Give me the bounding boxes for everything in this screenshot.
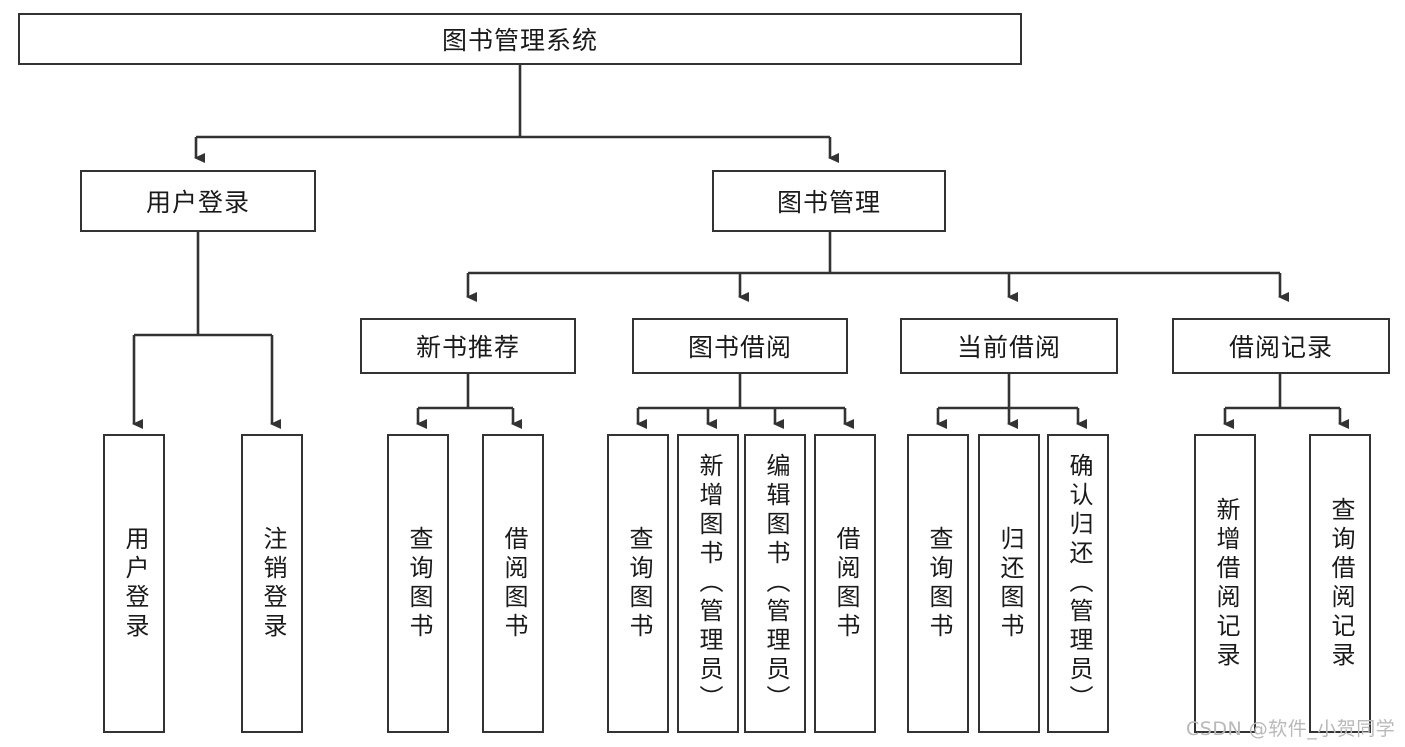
leaf-label: 查询图书 (624, 525, 653, 642)
leaf-label: 借阅图书 (499, 525, 528, 642)
leaf-label: 查询借阅记录 (1326, 496, 1355, 671)
leaf-label: 确认归还（管理员） (1064, 453, 1093, 714)
node-book-borrow[interactable]: 图书借阅 (632, 318, 848, 374)
leaf-label: 用户登录 (120, 525, 149, 642)
node-current-borrow-label: 当前借阅 (956, 333, 1061, 362)
node-new-book-recommend[interactable]: 新书推荐 (360, 318, 576, 374)
node-current-borrow[interactable]: 当前借阅 (900, 318, 1118, 374)
leaf-label: 编辑图书（管理员） (761, 453, 790, 714)
leaf-label: 新增借阅记录 (1211, 496, 1240, 671)
node-borrow-records-label: 借阅记录 (1228, 333, 1333, 362)
leaf-user-login-signout[interactable]: 注销登录 (241, 434, 303, 733)
leaf-current-return-book[interactable]: 归还图书 (978, 434, 1040, 733)
node-new-book-recommend-label: 新书推荐 (415, 333, 520, 362)
leaf-label: 查询图书 (404, 525, 433, 642)
node-user-login[interactable]: 用户登录 (80, 170, 316, 232)
leaf-borrow-add-book[interactable]: 新增图书（管理员） (677, 434, 739, 733)
node-borrow-records[interactable]: 借阅记录 (1172, 318, 1390, 374)
leaf-label: 归还图书 (995, 525, 1024, 642)
leaf-label: 注销登录 (258, 525, 287, 642)
leaf-current-confirm-return[interactable]: 确认归还（管理员） (1047, 434, 1109, 733)
leaf-new-book-query[interactable]: 查询图书 (387, 434, 449, 733)
node-root-label: 图书管理系统 (441, 26, 598, 55)
leaf-label: 借阅图书 (831, 525, 860, 642)
leaf-records-query-record[interactable]: 查询借阅记录 (1309, 434, 1371, 733)
node-book-management-label: 图书管理 (776, 188, 881, 217)
watermark: CSDN @软件_小贺同学 (1186, 718, 1396, 740)
leaf-label: 新增图书（管理员） (694, 453, 723, 714)
leaf-borrow-query-book[interactable]: 查询图书 (607, 434, 669, 733)
leaf-new-book-borrow[interactable]: 借阅图书 (482, 434, 544, 733)
leaf-records-add-record[interactable]: 新增借阅记录 (1194, 434, 1256, 733)
leaf-label: 查询图书 (924, 525, 953, 642)
leaf-current-query-book[interactable]: 查询图书 (907, 434, 969, 733)
leaf-borrow-edit-book[interactable]: 编辑图书（管理员） (744, 434, 806, 733)
node-root[interactable]: 图书管理系统 (18, 13, 1022, 65)
node-book-management[interactable]: 图书管理 (712, 170, 946, 232)
leaf-borrow-borrow-book[interactable]: 借阅图书 (814, 434, 876, 733)
node-book-borrow-label: 图书借阅 (687, 333, 792, 362)
node-user-login-label: 用户登录 (145, 188, 250, 217)
leaf-user-login-signin[interactable]: 用户登录 (103, 434, 165, 733)
